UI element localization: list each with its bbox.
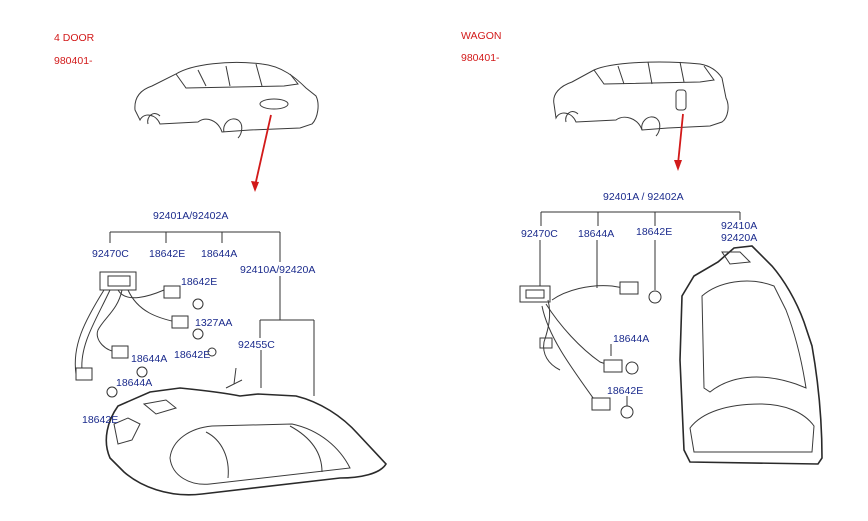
right-arrow-head: [674, 160, 682, 171]
left-callout-bulb-e-d[interactable]: 18642E: [82, 414, 118, 426]
right-callout-assembly[interactable]: 92401A / 92402A: [603, 191, 684, 203]
left-callout-bulb-a-b[interactable]: 18644A: [131, 353, 167, 365]
right-callout-lens-a[interactable]: 92410A: [721, 220, 757, 232]
left-callout-bulb-a-a[interactable]: 18644A: [201, 248, 237, 260]
left-callout-lens[interactable]: 92410A/92420A: [240, 264, 315, 276]
left-bulbs: [106, 298, 217, 398]
left-callout-leaders: [109, 231, 315, 396]
right-callout-lens-b[interactable]: 92420A: [721, 232, 757, 244]
left-callout-bulb-e-b[interactable]: 18642E: [181, 276, 217, 288]
right-location-arrow: [677, 113, 684, 165]
left-location-arrow: [254, 114, 272, 187]
right-callout-leaders: [539, 211, 741, 406]
right-callout-harness[interactable]: 92470C: [521, 228, 558, 240]
right-date-code: 980401-: [461, 52, 500, 64]
left-callout-bulb-a-c[interactable]: 18644A: [116, 377, 152, 389]
right-callout-bulb-a-b[interactable]: 18644A: [613, 333, 649, 345]
sedan-car-illustration: [134, 62, 319, 139]
left-callout-socket[interactable]: 92455C: [238, 339, 275, 351]
right-title: WAGON: [461, 30, 501, 42]
right-callout-bulb-e-a[interactable]: 18642E: [636, 226, 672, 238]
left-date-code: 980401-: [54, 55, 93, 67]
right-callout-bulb-e-b[interactable]: 18642E: [607, 385, 643, 397]
left-wiring-harness: [74, 271, 189, 381]
right-rear-lamp-housing: [679, 245, 823, 465]
left-callout-assembly[interactable]: 92401A/92402A: [153, 210, 228, 222]
left-rear-lamp-housing: [105, 367, 387, 496]
left-callout-bulb-e-a[interactable]: 18642E: [149, 248, 185, 260]
right-callout-bulb-a-a[interactable]: 18644A: [578, 228, 614, 240]
left-callout-bulb-e-c[interactable]: 18642E: [174, 349, 210, 361]
left-title: 4 DOOR: [54, 32, 95, 44]
left-callout-harness[interactable]: 92470C: [92, 248, 129, 260]
right-wiring-harness: [519, 281, 639, 411]
wagon-car-illustration: [553, 61, 729, 137]
left-arrow-head: [251, 181, 259, 192]
right-bulbs: [620, 290, 662, 419]
left-callout-grommet[interactable]: 1327AA: [195, 317, 232, 329]
